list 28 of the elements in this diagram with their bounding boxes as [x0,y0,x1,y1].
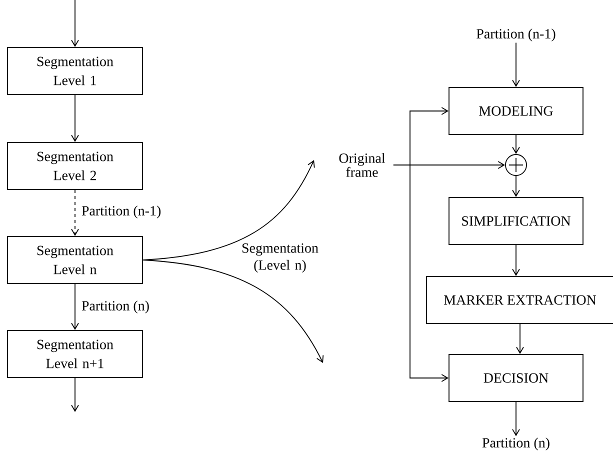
arrow [142,260,324,363]
fork-label: Segmentation (Level n) [242,243,318,273]
process-box: Segmentation Level n [7,236,143,284]
arrow [516,324,524,354]
arrow [393,164,449,382]
process-box: SIMPLIFICATION [448,197,584,245]
arrow [512,244,520,276]
process-box: DECISION [448,354,584,402]
edge-label: Partition (n) [80,300,150,314]
input-label: Original frame [339,153,386,177]
arrow [512,134,520,154]
process-box: Segmentation Level 1 [7,47,143,95]
arrow [512,176,520,198]
process-box: MARKER EXTRACTION [426,276,613,324]
arrow [71,190,79,236]
summing-junction [505,154,527,176]
arrow [71,0,79,48]
arrow [71,284,79,330]
process-box: Segmentation Level n+1 [7,330,143,378]
arrow [512,42,520,88]
flow-label: Partition (n-1) [476,28,556,42]
edge-label: Partition (n-1) [80,204,162,220]
arrow [512,402,520,436]
process-box: MODELING [448,87,584,135]
arrow [71,94,79,142]
arrow [71,378,79,412]
process-box: Segmentation Level 2 [7,142,143,190]
flow-label: Partition (n) [482,438,550,450]
